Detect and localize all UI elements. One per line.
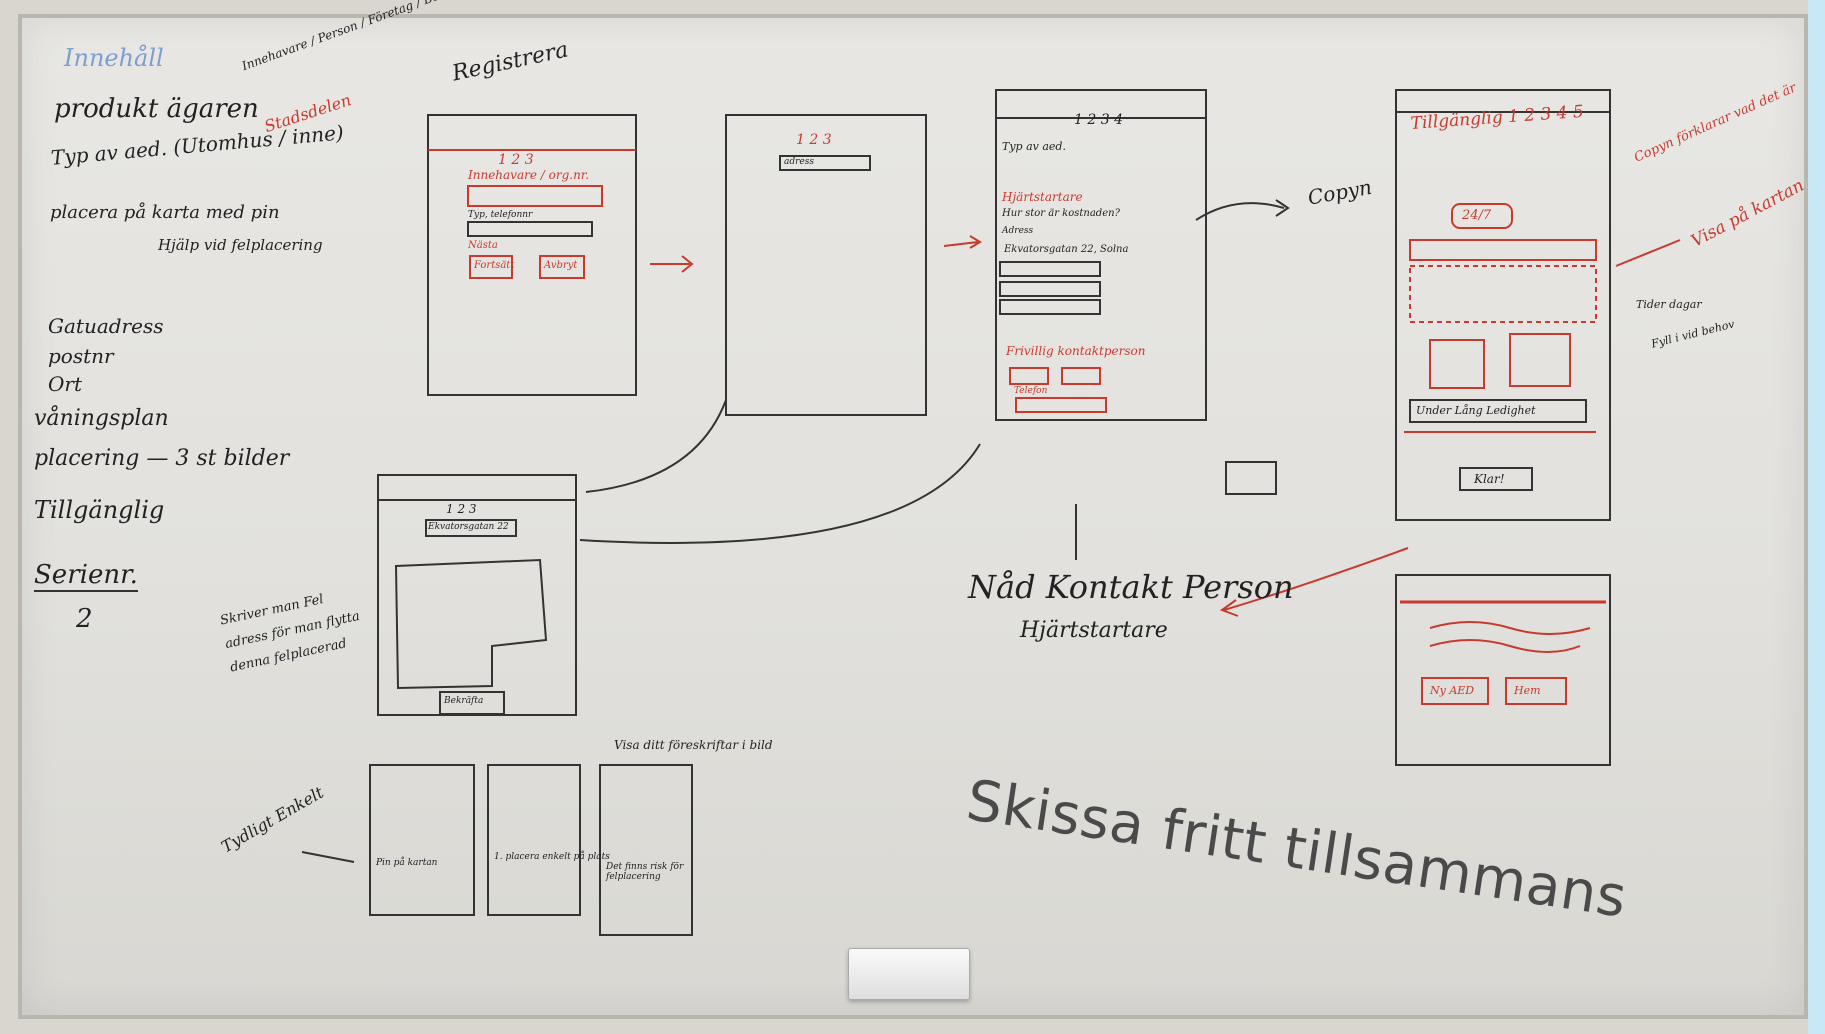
screen2-field: adress <box>784 157 814 167</box>
note-street-address: Gatuadress <box>48 314 164 338</box>
wireframe-small-card <box>1225 461 1277 495</box>
bottom-row-text1: Pin på kartan <box>376 858 438 868</box>
note-city: Ort <box>48 372 82 396</box>
wireframe-screen-availability <box>1395 89 1611 521</box>
whiteboard <box>18 14 1808 1019</box>
screen3-hjartstartare: Hjärtstartare <box>1002 190 1083 204</box>
wireframe-screen-row1 <box>369 764 475 916</box>
note-accessible: Tillgänglig <box>34 496 165 524</box>
note-misplacement-help: Hjälp vid felplacering <box>158 236 323 254</box>
note-floor: våningsplan <box>34 406 169 431</box>
screen4-btn: Klar! <box>1474 472 1505 486</box>
note-place-on-map: placera på karta med pin <box>50 202 280 223</box>
screen3-question: Hur stor är kostnaden? <box>1002 208 1120 219</box>
note-placement: placering — 3 st bilder <box>34 446 290 471</box>
wireframe-screen-address <box>725 114 927 416</box>
contact-person-label: Nåd Kontakt Person <box>968 568 1294 606</box>
screen1-steps: 1 2 3 <box>498 152 534 168</box>
bottom-row-text3: Det finns risk för felplacering <box>606 862 684 882</box>
whiteboard-eraser <box>848 948 970 1000</box>
notes-heading: Innehåll <box>64 44 164 72</box>
screen3-address: Ekvatorsgatan 22, Solna <box>1004 244 1129 255</box>
screen5-btn1: Ny AED <box>1430 684 1475 697</box>
note-product-owner: produkt ägaren <box>54 94 259 124</box>
map-screen-field: Ekvatorsgatan 22 <box>428 522 509 532</box>
screen3-type: Typ av aed. <box>1002 140 1066 153</box>
screen1-btn2: Avbryt <box>544 260 578 271</box>
screen4-note2: Tider dagar <box>1636 298 1702 311</box>
map-screen-hint: Bekräfta <box>444 696 484 706</box>
screen4-hours: 24/7 <box>1462 208 1492 223</box>
map-screen-steps: 1 2 3 <box>446 502 477 516</box>
right-edge-strip <box>1808 0 1825 1034</box>
screen3-address-label: Adress <box>1002 226 1034 236</box>
wireframe-screen-details <box>995 89 1207 421</box>
wireframe-screen-register <box>427 114 637 396</box>
screen3-voluntary: Frivillig kontaktperson <box>1006 344 1146 358</box>
screen1-field: Innehavare / org.nr. <box>468 168 590 182</box>
screen1-next: Nästa <box>468 240 498 251</box>
wireframe-screen-row3 <box>599 764 693 936</box>
note-serial-sub: 2 <box>76 604 93 634</box>
screen3-phone: Telefon <box>1014 386 1048 396</box>
bottom-row-text2: 1. placera enkelt på plats <box>494 852 610 862</box>
screen1-hint: Typ, telefonnr <box>468 210 533 220</box>
screen3-steps: 1 2 3 4 <box>1074 112 1123 128</box>
wireframe-screen-row2 <box>487 764 581 916</box>
note-serial-number: Serienr. <box>34 560 138 592</box>
wireframe-screen-map <box>377 474 577 716</box>
note-postcode: postnr <box>48 344 114 368</box>
screen5-btn2: Hem <box>1514 684 1541 697</box>
screen1-btn1: Fortsätt <box>474 260 515 271</box>
screen2-steps: 1 2 3 <box>796 132 832 148</box>
wireframe-screen-done <box>1395 574 1611 766</box>
contact-person-sub: Hjärtstartare <box>1020 618 1168 643</box>
bottom-row-title: Visa ditt föreskriftar i bild <box>614 738 773 752</box>
screen4-bottom-field: Under Lång Ledighet <box>1416 404 1536 417</box>
